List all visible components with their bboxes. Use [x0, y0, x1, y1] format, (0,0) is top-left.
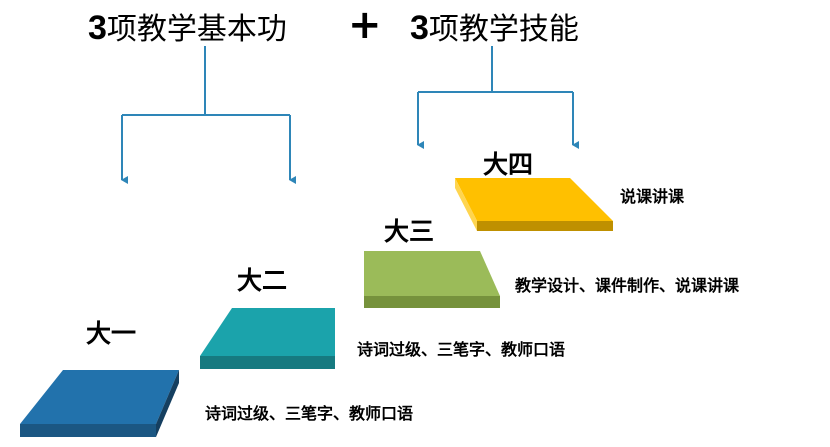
teaching-skills-title: 3项教学技能: [410, 9, 579, 47]
level-desc-year4: 说课讲课: [620, 187, 685, 206]
level-label-year3: 大三: [384, 217, 435, 246]
platform-year2: [200, 308, 335, 369]
level-desc-year3: 教学设计、课件制作、说课讲课: [515, 276, 740, 295]
right-connector: [417, 46, 579, 149]
platform-year1: [20, 370, 179, 437]
platform-year4: [455, 178, 613, 231]
level-label-year4: 大四: [483, 150, 534, 179]
level-desc-year2: 诗词过级、三笔字、教师口语: [357, 340, 566, 359]
level-label-year2: 大二: [237, 266, 288, 295]
basic-skills-title: 3项教学基本功: [88, 9, 287, 47]
level-desc-year1: 诗词过级、三笔字、教师口语: [205, 404, 414, 423]
plus-sign: +: [348, 2, 382, 48]
platform-year3: [364, 251, 500, 308]
level-label-year1: 大一: [86, 319, 137, 348]
left-connector: [121, 46, 296, 184]
